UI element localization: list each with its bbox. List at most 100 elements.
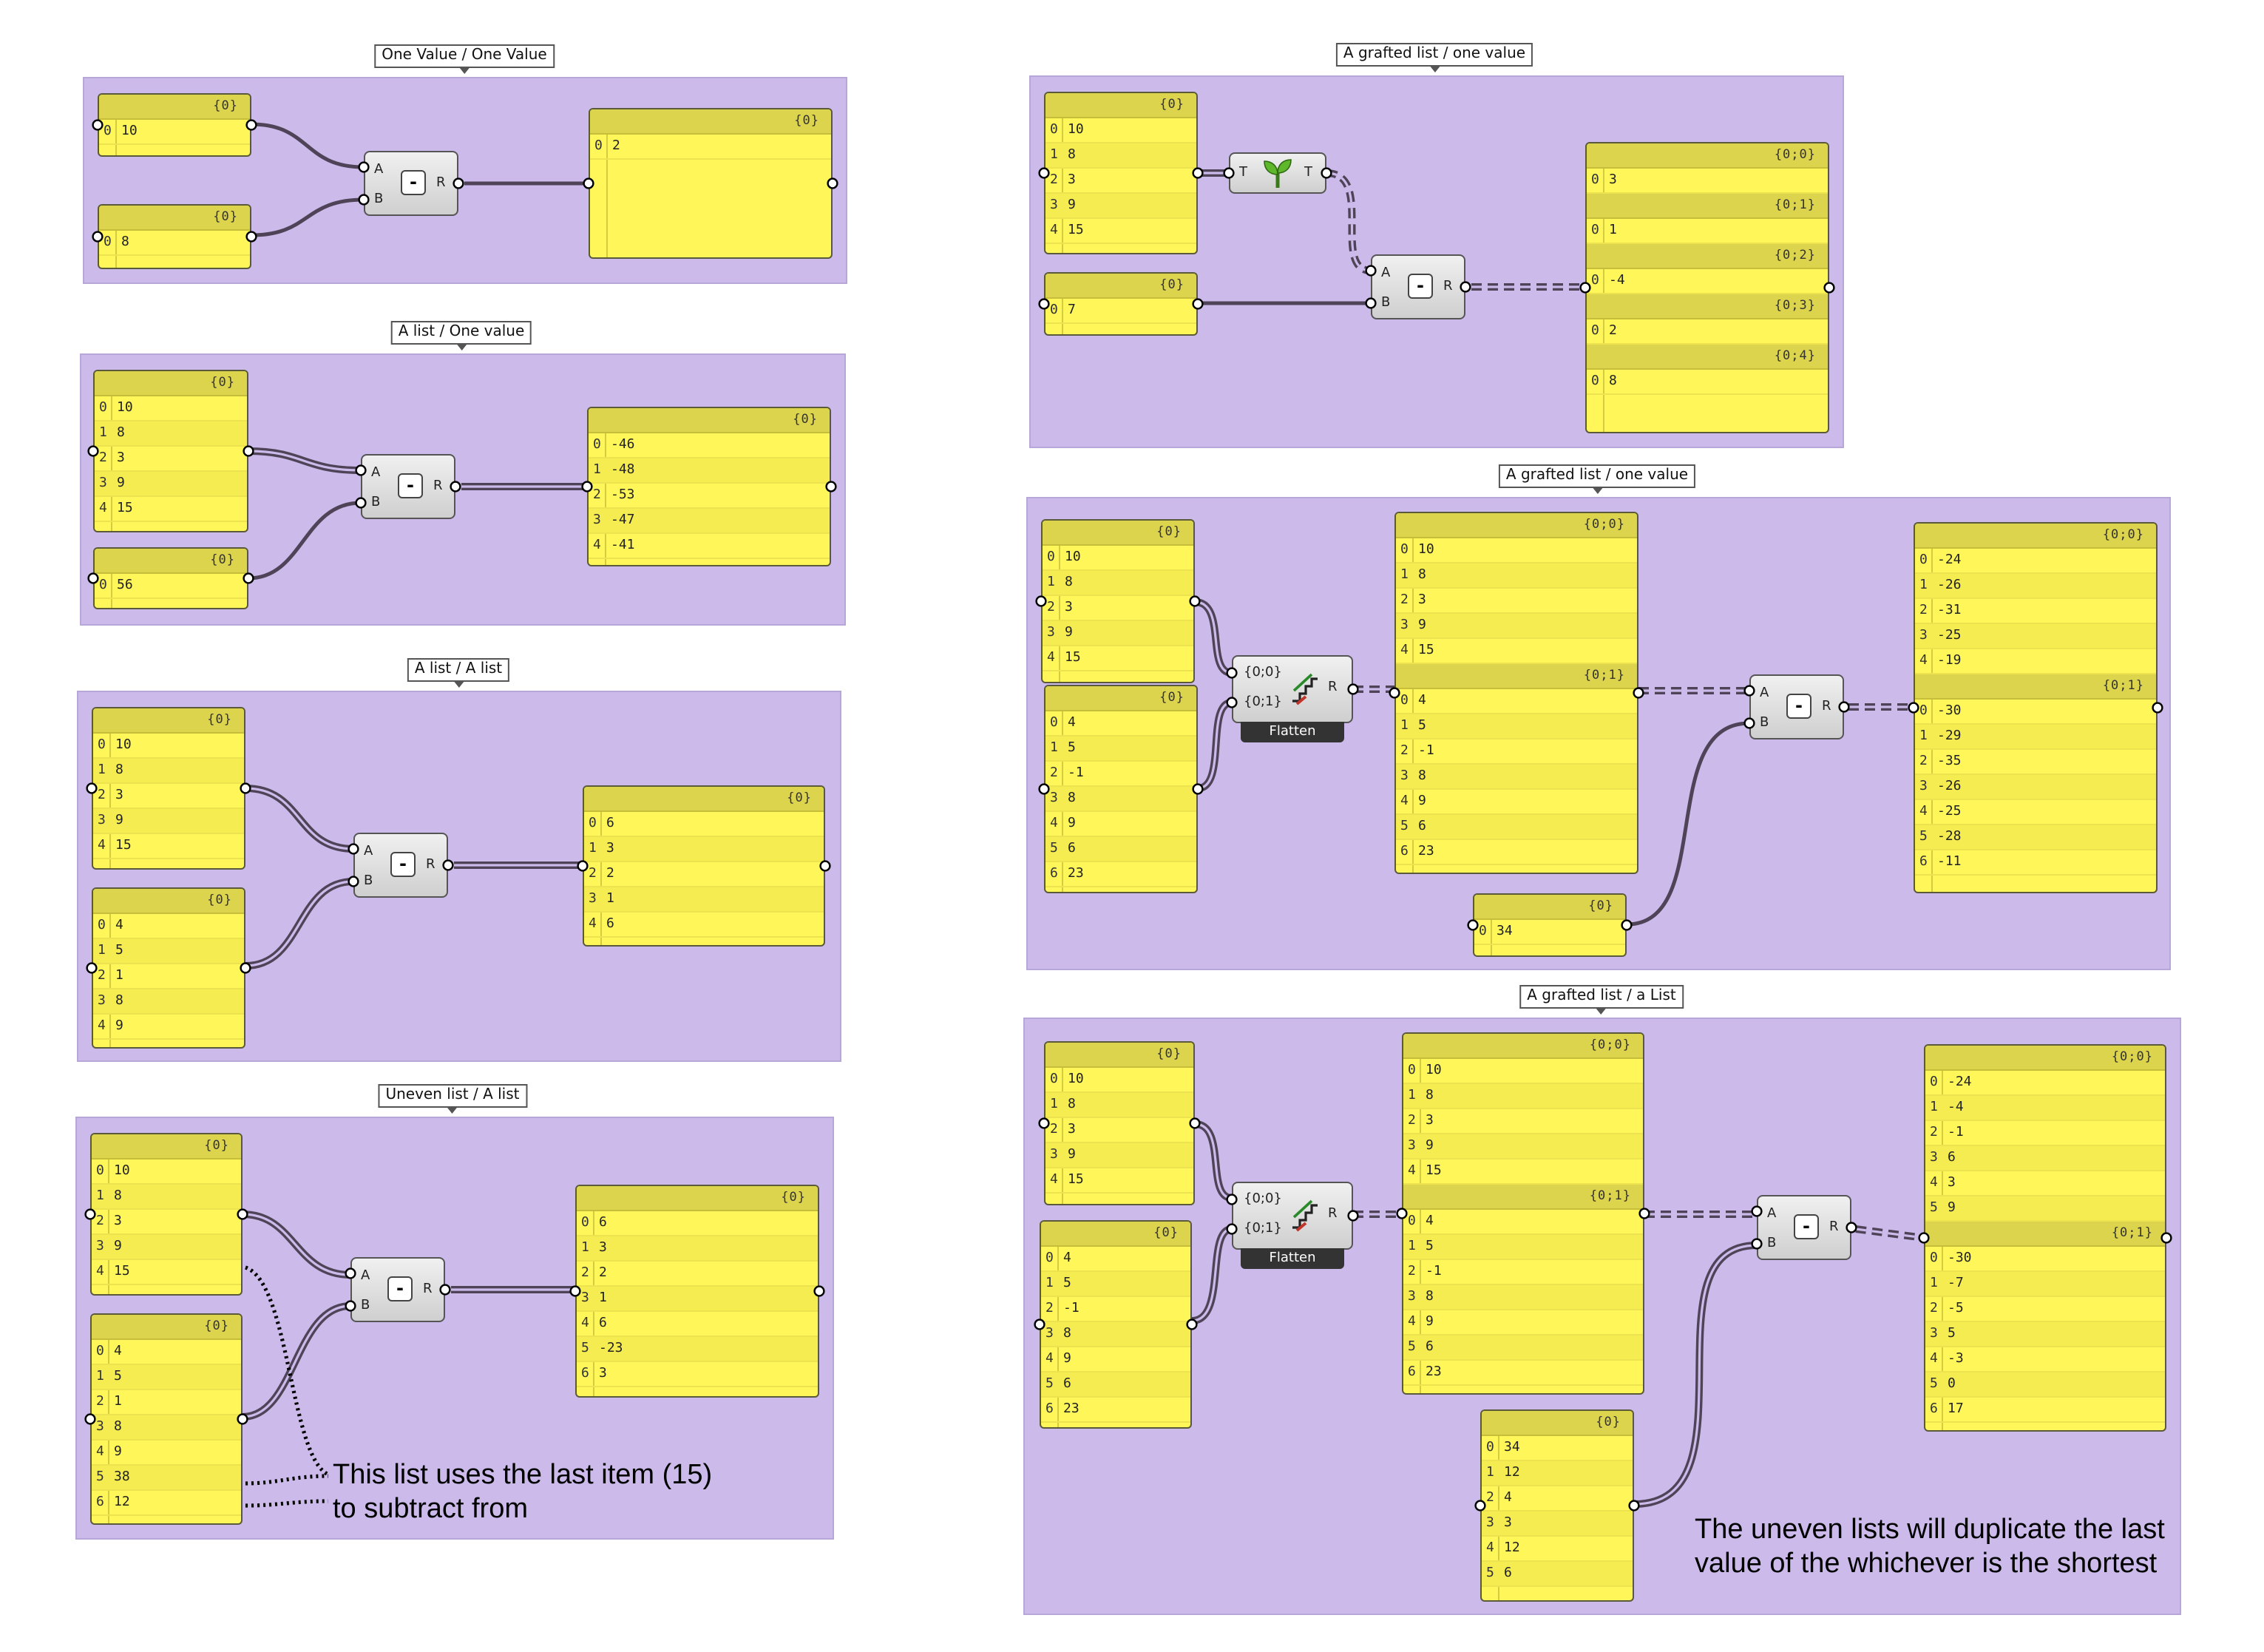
item-value: 34 [1504,1441,1520,1455]
panel-branch-header: {0;0} [1925,1046,2165,1071]
item-value: 7 [1068,303,1076,318]
branch-path: {0} [794,114,819,129]
graft-tree-component[interactable]: T T [1229,152,1326,194]
flatten-component[interactable]: {0;0} {0;1} R [1232,1182,1353,1250]
item-index: 0 [581,1216,589,1230]
list-item: 0-4 [1587,269,1828,294]
item-value: 6 [1948,1151,1956,1165]
item-value: 23 [1068,867,1084,881]
input-a-label: A [371,466,381,481]
item-value: -30 [1937,704,1962,719]
branch-path: {0;2} [1774,248,1816,263]
item-value: 2 [599,1266,607,1281]
flatten-component[interactable]: {0;0} {0;1} R [1232,655,1353,723]
item-value: 1 [115,969,123,984]
item-index: 0 [1479,924,1487,939]
item-value: -25 [1937,805,1962,819]
item-value: 15 [1065,651,1081,666]
item-index: 0 [1591,223,1599,238]
sprout-icon [1264,159,1292,188]
item-value: 15 [115,839,132,853]
item-value: 9 [1063,1352,1071,1367]
input-a-label: A [364,844,373,859]
item-value: 23 [1063,1402,1080,1417]
item-value: 6 [599,1316,607,1331]
item-value: 8 [1418,568,1426,583]
panel-branch-header: {0} [1482,1411,1633,1436]
input-b-label: B [364,874,373,889]
branch-path: {0} [793,413,818,427]
item-value: 6 [1426,1340,1434,1355]
item-value: -1 [1418,744,1434,759]
item-value: 4 [115,918,123,933]
panel-branch-header: {0;1} [1403,1185,1643,1210]
item-value: -1 [1426,1265,1442,1279]
list-item: 3-25 [1915,624,2156,649]
panel-branch-header: {0;0} [1396,513,1637,538]
item-index: 3 [1930,1151,1938,1165]
output-label: T [1304,166,1312,180]
item-index: 1 [1050,148,1058,163]
item-index: 3 [1047,626,1055,640]
item-value: 10 [114,1164,130,1179]
item-index: 3 [1400,769,1409,784]
item-index: 1 [593,463,601,478]
panel-branch-header: {0} [1045,686,1196,711]
item-index: 0 [1919,704,1928,719]
branch-path: {0;1} [2111,1226,2153,1241]
branch-path: {0;4} [1774,349,1816,364]
item-value: 9 [1426,1139,1434,1154]
item-index: 1 [96,1189,104,1204]
list-item: 2-5 [1925,1297,2165,1322]
item-index: 0 [99,578,107,593]
item-index: 5 [581,1341,589,1356]
